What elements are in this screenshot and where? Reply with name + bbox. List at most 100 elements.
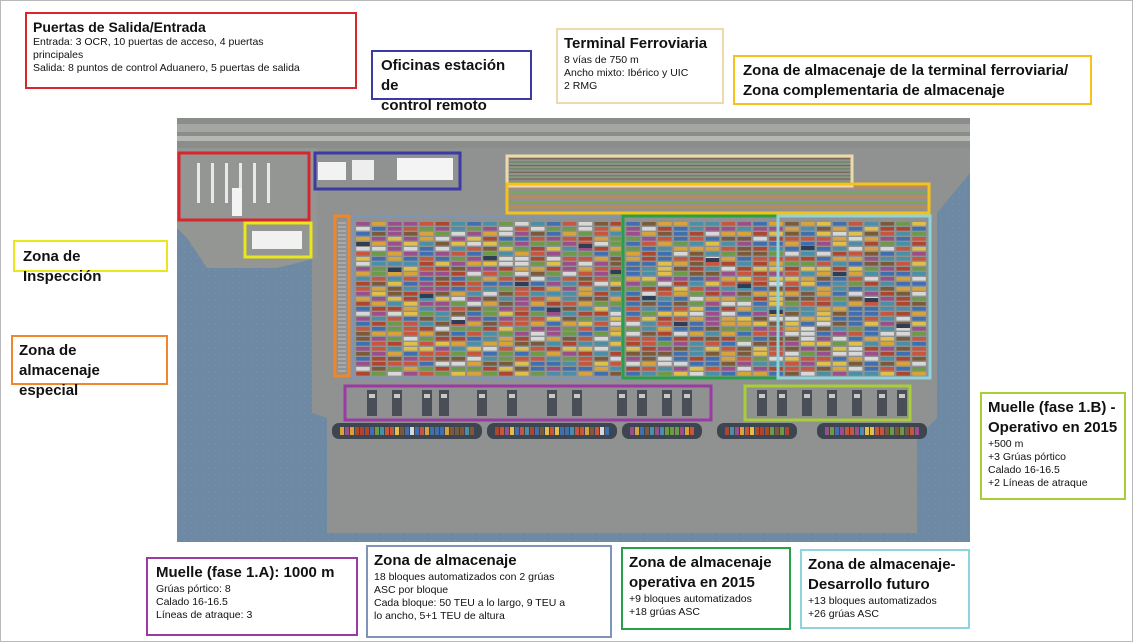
container-stack <box>753 227 767 231</box>
container-stack <box>356 317 370 321</box>
quay-crane-cab <box>829 394 835 398</box>
container-stack <box>515 367 529 371</box>
container-stack <box>753 367 767 371</box>
special-storage-slot <box>338 302 346 304</box>
container-stack <box>515 312 529 316</box>
container-stack <box>801 357 815 361</box>
container-stack <box>530 242 545 246</box>
container-stack <box>753 237 767 241</box>
ship-container <box>670 427 674 435</box>
container-stack <box>515 337 529 341</box>
ship-container <box>575 427 579 435</box>
special-storage-slot <box>338 278 346 280</box>
container-stack <box>403 352 418 356</box>
container-stack <box>515 242 529 246</box>
container-stack <box>642 317 656 321</box>
container-stack <box>880 352 895 356</box>
container-stack <box>848 347 863 351</box>
container-stack <box>451 372 466 376</box>
container-stack <box>387 342 402 346</box>
special-storage-slot <box>338 230 346 232</box>
container-yard <box>338 222 926 376</box>
container-stack <box>880 242 895 246</box>
container-stack <box>896 337 910 341</box>
container-stack <box>530 247 545 251</box>
container-stack <box>626 342 640 346</box>
container-stack <box>896 342 910 346</box>
container-stack <box>801 352 815 356</box>
container-stack <box>769 277 783 281</box>
container-stack <box>753 322 767 326</box>
container-stack <box>816 342 831 346</box>
container-stack <box>785 327 799 331</box>
container-stack <box>451 247 466 251</box>
container-stack <box>642 327 656 331</box>
container-stack <box>530 337 545 341</box>
container-stack <box>642 367 656 371</box>
container-stack <box>403 277 418 281</box>
container-stack <box>753 362 767 366</box>
container-stack <box>594 222 609 226</box>
container-stack <box>626 367 640 371</box>
container-stack <box>419 367 434 371</box>
container-stack <box>753 287 767 291</box>
ship-container <box>785 427 789 435</box>
container-stack <box>387 302 402 306</box>
container-stack <box>610 347 624 351</box>
container-stack <box>626 312 640 316</box>
gate-lane <box>211 163 214 203</box>
container-stack <box>403 267 418 271</box>
special-storage-slot <box>338 322 346 324</box>
container-stack <box>737 277 752 281</box>
container-stack <box>753 222 767 226</box>
container-stack <box>737 372 752 376</box>
container-stack <box>912 322 926 326</box>
container-stack <box>451 282 466 286</box>
container-stack <box>435 307 450 311</box>
container-stack <box>467 307 481 311</box>
quay-crane-cab <box>804 394 810 398</box>
container-stack <box>372 292 386 296</box>
container-stack <box>705 262 720 266</box>
terminal-aerial-view <box>177 118 970 542</box>
container-stack <box>705 292 720 296</box>
container-stack <box>816 237 831 241</box>
container-stack <box>451 252 466 256</box>
quay-crane-cab <box>479 394 485 398</box>
container-stack <box>530 372 545 376</box>
container-stack <box>689 227 704 231</box>
container-stack <box>483 297 497 301</box>
container-stack <box>658 257 672 261</box>
container-stack <box>864 272 879 276</box>
ship-container <box>515 427 519 435</box>
container-stack <box>816 312 831 316</box>
container-stack <box>499 347 513 351</box>
container-stack <box>753 357 767 361</box>
container-stack <box>753 292 767 296</box>
container-stack <box>912 227 926 231</box>
container-stack <box>689 322 704 326</box>
asc-crane <box>610 270 624 274</box>
label-quay-1b-title-2: Operativo en 2015 <box>988 419 1118 436</box>
container-stack <box>801 277 815 281</box>
container-stack <box>356 347 370 351</box>
container-stack <box>530 227 545 231</box>
container-stack <box>912 282 926 286</box>
container-stack <box>689 237 704 241</box>
container-stack <box>562 277 577 281</box>
container-stack <box>673 282 688 286</box>
container-stack <box>515 297 529 301</box>
container-stack <box>769 227 783 231</box>
container-stack <box>372 227 386 231</box>
container-stack <box>387 297 402 301</box>
container-stack <box>578 357 593 361</box>
container-stack <box>626 237 640 241</box>
container-stack <box>626 277 640 281</box>
container-stack <box>785 337 799 341</box>
label-gates-line-1: Entrada: 3 OCR, 10 puertas de acceso, 4 … <box>33 36 264 48</box>
container-stack <box>864 362 879 366</box>
container-stack <box>451 222 466 226</box>
label-gates: Puertas de Salida/Entrada Entrada: 3 OCR… <box>25 12 357 89</box>
container-stack <box>801 302 815 306</box>
container-stack <box>530 257 545 261</box>
